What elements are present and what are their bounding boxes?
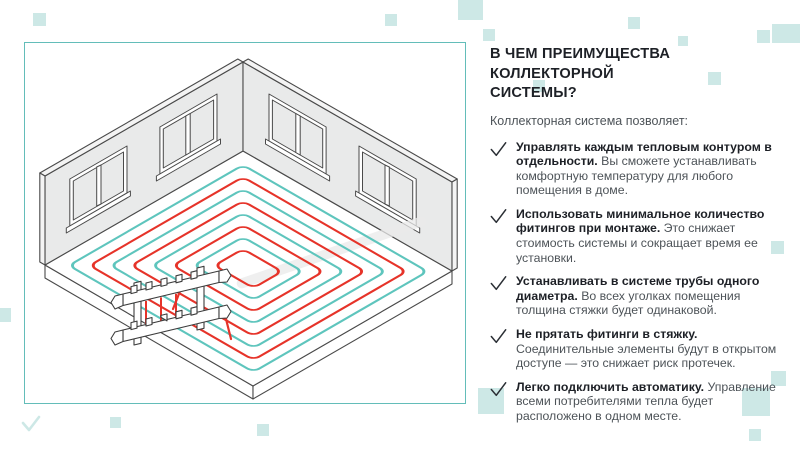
decor-square (742, 388, 770, 416)
decor-square (483, 29, 495, 41)
benefit-item-5: Легко подключить автоматику. Управление … (490, 380, 792, 424)
supply-pipe-loop (174, 226, 322, 311)
decor-square (628, 17, 640, 29)
benefits-panel: В ЧЕМ ПРЕИМУЩЕСТВА КОЛЛЕКТОРНОЙ СИСТЕМЫ?… (490, 42, 792, 433)
isometric-room-svg (39, 58, 458, 400)
subtitle: Коллекторная система позволяет: (490, 113, 689, 128)
benefit-item-4: Не прятать фитинги в стяжку. Соединитель… (490, 327, 792, 371)
decor-square (771, 241, 784, 254)
decor-square (749, 429, 761, 441)
decor-square (458, 0, 483, 20)
benefit-item-3: Устанавливать в системе трубы одного диа… (490, 274, 792, 318)
decor-square (772, 24, 800, 43)
decor-square (0, 308, 11, 322)
collector-manifold (110, 265, 232, 346)
benefits-list: Управлять каждым тепловым контуром в отд… (490, 140, 792, 424)
decor-square (678, 36, 688, 46)
left-wall-end-cap (39, 172, 46, 266)
decor-square (771, 371, 786, 386)
decor-square (33, 13, 46, 26)
page-title: В ЧЕМ ПРЕИМУЩЕСТВА КОЛЛЕКТОРНОЙ СИСТЕМЫ? (490, 46, 671, 101)
decor-square (708, 72, 721, 85)
supply-pipe-loop (216, 250, 280, 287)
room-illustration (24, 42, 466, 404)
return-pipe-loop (112, 190, 384, 347)
watermark-check-icon (21, 415, 41, 432)
decor-square (385, 14, 397, 26)
windows (65, 93, 421, 234)
decor-square (110, 417, 121, 428)
benefit-item-2: Использовать минимальное количество фити… (490, 207, 792, 265)
check-icon (490, 381, 507, 396)
decor-square (757, 30, 770, 43)
check-icon (490, 276, 507, 291)
decor-square (257, 424, 269, 436)
check-icon (490, 329, 507, 344)
decor-square (478, 388, 504, 414)
supply-pipe-loop (91, 178, 405, 359)
right-wall-end-cap (451, 178, 458, 272)
supply-pipe-loop (133, 202, 364, 335)
check-icon (490, 208, 507, 223)
benefit-item-1: Управлять каждым тепловым контуром в отд… (490, 140, 792, 198)
check-icon (490, 141, 507, 156)
decor-square (533, 80, 545, 92)
